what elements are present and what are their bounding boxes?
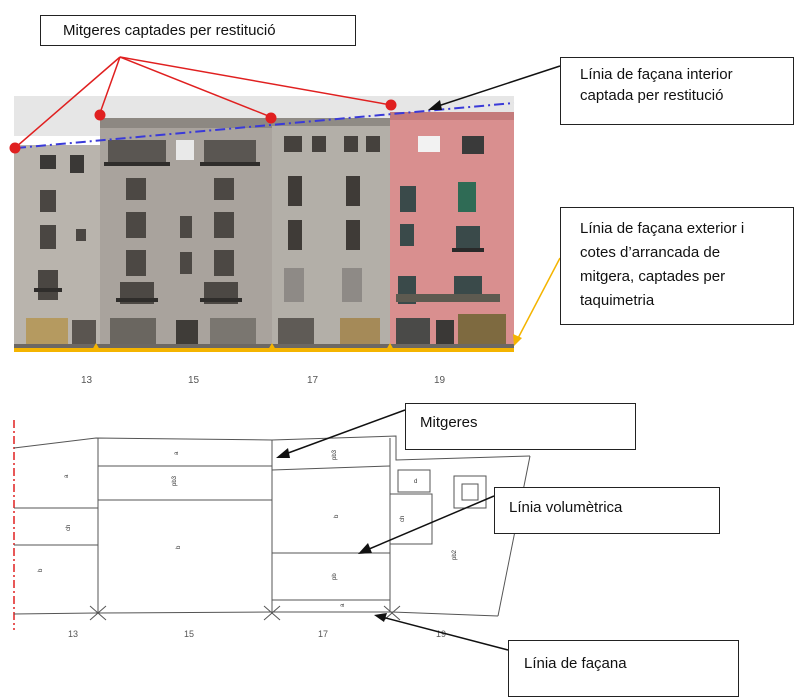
plan-view bbox=[13, 420, 531, 630]
cota-marker-1 bbox=[92, 343, 100, 350]
leader-mitgeres bbox=[279, 409, 406, 457]
label-text-line-1: Línia de façana interior bbox=[580, 66, 733, 83]
building-17 bbox=[272, 118, 390, 350]
plan-label-pb-17: pb bbox=[332, 573, 338, 580]
plan-annotations: a ch b a pb3 b pb3 b pb a d ch pb2 bbox=[38, 449, 458, 607]
leader-exterior bbox=[515, 257, 561, 343]
label-text: Línia de façana bbox=[524, 655, 627, 672]
label-linia-facana: Línia de façana bbox=[508, 640, 739, 697]
building-13 bbox=[14, 145, 106, 350]
mitgera-point-3 bbox=[265, 112, 277, 124]
plan-bottom-boundary bbox=[13, 611, 499, 617]
plan-number-17: 17 bbox=[318, 629, 328, 639]
building-19 bbox=[390, 112, 514, 350]
building-15 bbox=[100, 118, 272, 350]
photo-number-13: 13 bbox=[81, 375, 93, 386]
label-text: Mitgeres bbox=[420, 414, 478, 431]
cota-marker-2 bbox=[268, 343, 276, 350]
label-text-line-1: Línia de façana exterior i bbox=[580, 220, 745, 237]
plan-label-d: d bbox=[414, 479, 417, 485]
photo-number-17: 17 bbox=[307, 375, 319, 386]
label-mitgeres-captades: Mitgeres captades per restitució bbox=[40, 15, 356, 46]
plan-number-15: 15 bbox=[184, 629, 194, 639]
plan-label-a-15: a bbox=[174, 451, 180, 455]
label-text-line-2: captada per restitució bbox=[580, 87, 724, 104]
plan-top-boundary bbox=[13, 435, 531, 461]
cota-marker-3 bbox=[386, 343, 394, 350]
leader-volumetrica bbox=[361, 495, 495, 553]
arrowhead-exterior bbox=[513, 334, 522, 346]
arrowhead-volumetrica bbox=[358, 543, 372, 554]
mitgera-point-1 bbox=[9, 142, 21, 154]
plan-number-13: 13 bbox=[68, 629, 78, 639]
plan-label-pb3-17: pb3 bbox=[332, 449, 338, 460]
arrowhead-interior bbox=[428, 100, 442, 110]
plan-right-boundary bbox=[497, 455, 531, 617]
leader-interior bbox=[431, 65, 561, 109]
label-text-line-3: mitgera, captades per bbox=[580, 268, 726, 285]
plan-label-pb3-15: pb3 bbox=[172, 475, 178, 486]
label-linia-volumetrica: Línia volumètrica bbox=[494, 487, 720, 534]
interior-facade-line bbox=[15, 102, 515, 149]
plan-label-b-15: b bbox=[176, 545, 182, 549]
photo-number-19: 19 bbox=[434, 375, 446, 386]
label-text: Línia volumètrica bbox=[509, 499, 623, 516]
label-text-line-4: taquimetria bbox=[580, 292, 655, 309]
label-text-line-2: cotes d’arrancada de bbox=[580, 244, 721, 261]
plan-number-19: 19 bbox=[436, 629, 446, 639]
mitgera-point-4 bbox=[385, 99, 397, 111]
arrowhead-facana bbox=[374, 613, 387, 622]
mitgera-markers bbox=[9, 56, 397, 154]
label-mitgeres: Mitgeres bbox=[405, 403, 636, 450]
plan-label-ch: ch bbox=[66, 525, 72, 531]
plan-label-a-17: a bbox=[340, 603, 346, 607]
label-linia-interior: Línia de façana interior captada per res… bbox=[560, 57, 794, 125]
mitgera-point-2 bbox=[94, 109, 106, 121]
plan-label-b-17: b bbox=[334, 514, 340, 518]
arrowhead-mitgeres bbox=[276, 448, 290, 458]
label-text: Mitgeres captades per restitució bbox=[63, 22, 276, 39]
leader-facana bbox=[377, 615, 509, 651]
plan-label-pb2-19: pb2 bbox=[452, 549, 458, 560]
label-linia-exterior: Línia de façana exterior i cotes d’arran… bbox=[560, 207, 794, 325]
plan-label-b-13: b bbox=[38, 568, 44, 572]
plan-label-a: a bbox=[64, 474, 70, 478]
photo-number-15: 15 bbox=[188, 375, 200, 386]
plan-label-ch-19: ch bbox=[400, 516, 406, 522]
facade-photo bbox=[14, 96, 514, 350]
